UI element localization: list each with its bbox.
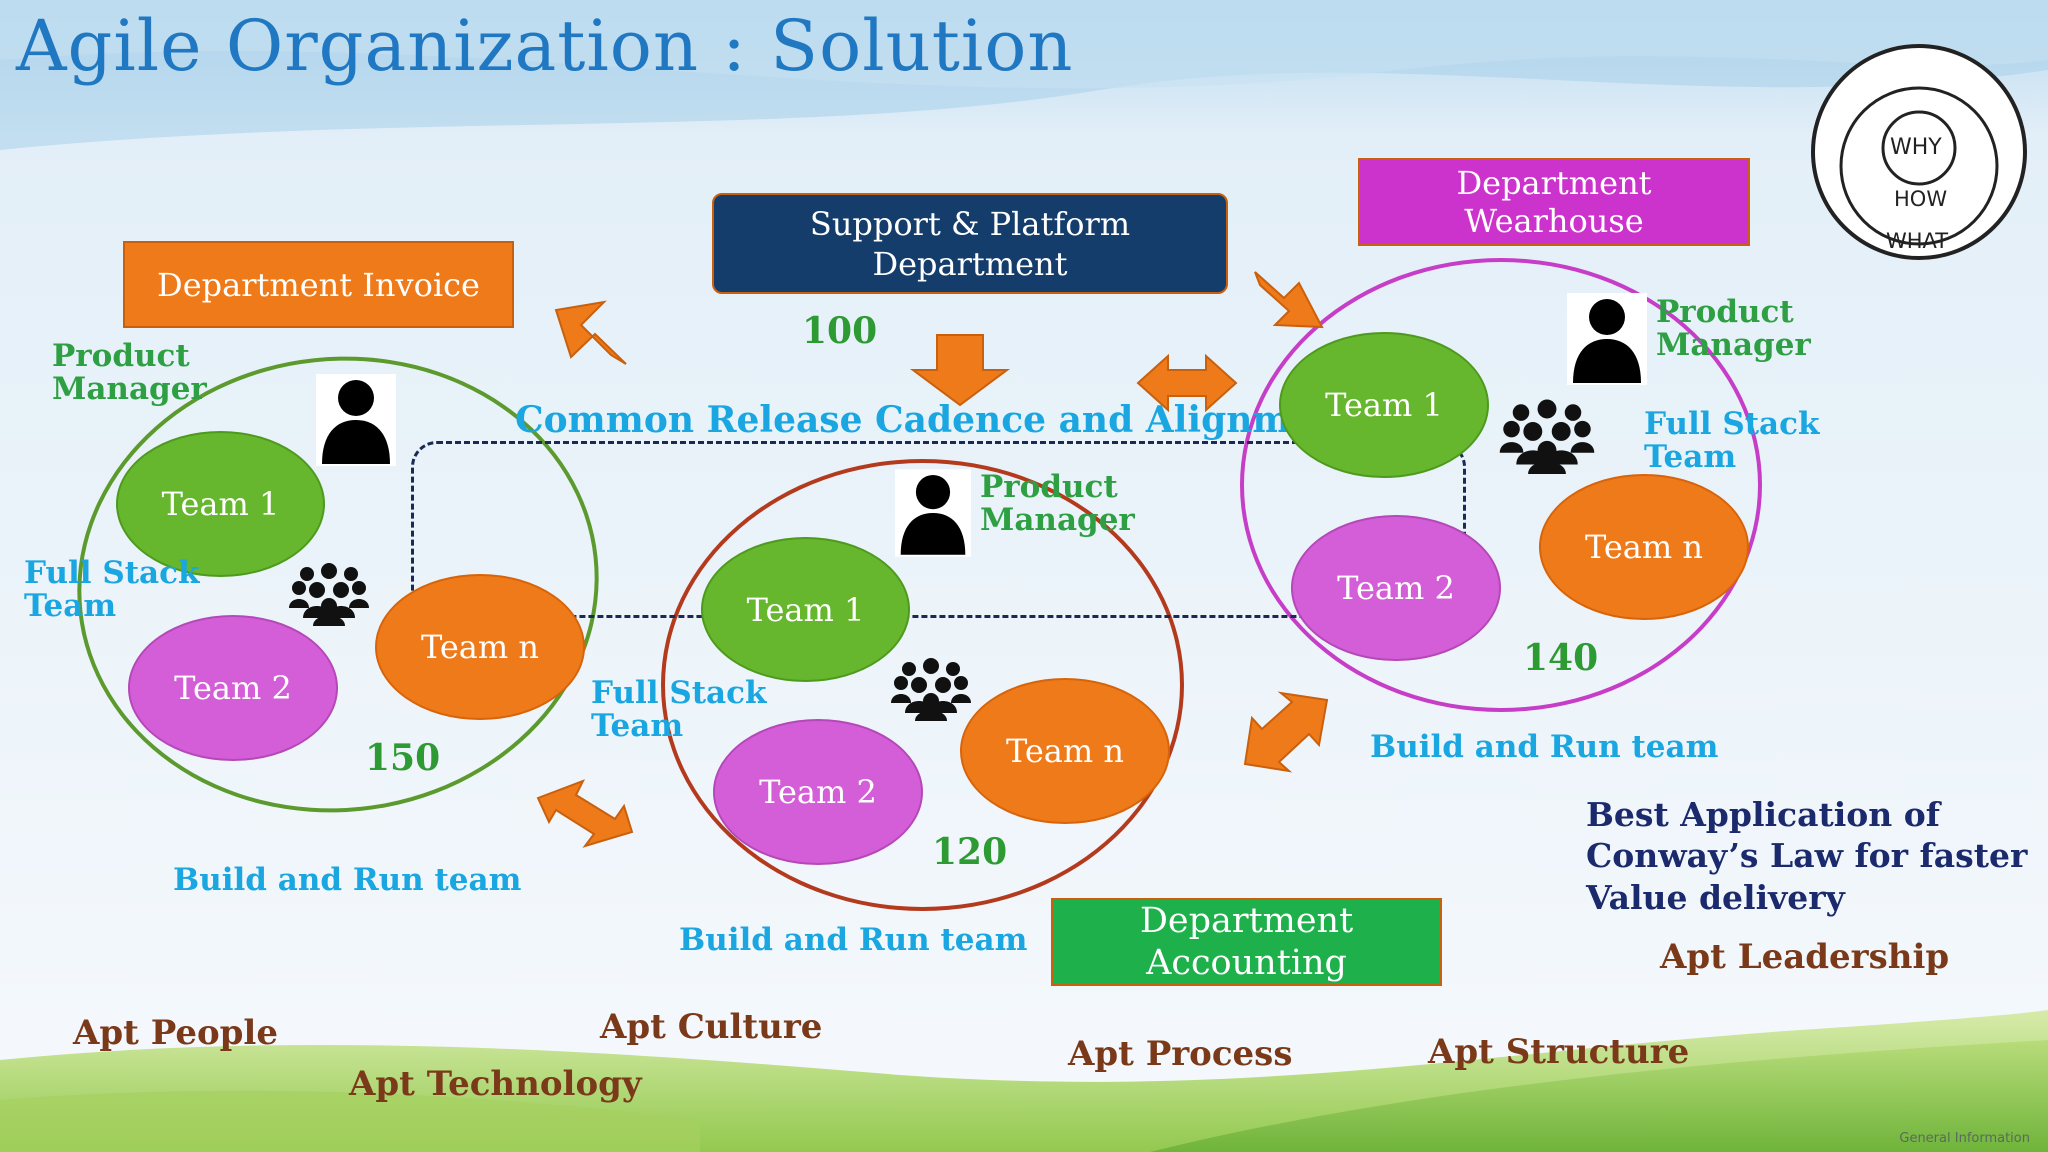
department-accounting-box: Department Accounting <box>1051 898 1442 986</box>
department-warehouse-box: Department Wearhouse <box>1358 158 1750 246</box>
invoice-group-icon <box>289 563 369 626</box>
invoice-full-stack-label: Full Stack Team <box>24 555 200 624</box>
middle-team-1: Team 1 <box>701 537 910 682</box>
invoice-build-run-label: Build and Run team <box>173 862 522 898</box>
how-label: HOW <box>1894 187 1948 211</box>
department-invoice-box: Department Invoice <box>123 241 514 328</box>
warehouse-team-n: Team n <box>1539 474 1749 620</box>
middle-full-stack-label: Full Stack Team <box>591 675 767 744</box>
common-release-boundary <box>411 441 1466 618</box>
invoice-product-manager-label: Product Manager <box>52 338 207 407</box>
apt-people-label: Apt People <box>73 1013 278 1053</box>
warehouse-team-1: Team 1 <box>1279 332 1489 478</box>
invoice-team-2: Team 2 <box>128 615 338 761</box>
apt-process-label: Apt Process <box>1068 1034 1293 1074</box>
middle-team-2: Team 2 <box>713 719 923 865</box>
middle-count: 120 <box>932 831 1008 873</box>
arrow-middle-warehouse-double <box>1243 691 1329 773</box>
invoice-count: 150 <box>365 737 441 779</box>
invoice-team-1: Team 1 <box>116 431 325 577</box>
apt-culture-label: Apt Culture <box>600 1007 823 1047</box>
warehouse-group-icon <box>1499 399 1595 474</box>
middle-team-n: Team n <box>960 678 1170 824</box>
invoice-product-manager-icon <box>316 374 396 466</box>
warehouse-count: 140 <box>1523 637 1599 679</box>
warehouse-cluster-ring <box>1240 258 1762 712</box>
middle-build-run-label: Build and Run team <box>679 922 1028 958</box>
support-platform-box: Support & Platform Department <box>712 193 1228 294</box>
warehouse-build-run-label: Build and Run team <box>1370 729 1719 765</box>
invoice-team-n: Team n <box>375 574 585 720</box>
golden-circle-icon <box>1811 44 2027 260</box>
middle-cluster-ring <box>661 459 1184 911</box>
warehouse-product-manager-icon <box>1567 293 1647 385</box>
conway-law-note: Best Application of Conway’s Law for fas… <box>1586 795 2028 917</box>
support-count: 100 <box>802 310 878 352</box>
what-label: WHAT <box>1886 229 1949 253</box>
middle-product-manager-label: Product Manager <box>980 469 1135 538</box>
arrow-support-warehouse-double <box>1136 353 1238 413</box>
warehouse-product-manager-label: Product Manager <box>1656 294 1811 363</box>
slide-title: Agile Organization : Solution <box>16 5 1074 87</box>
footer-classification: General Information <box>1899 1131 2030 1146</box>
apt-structure-label: Apt Structure <box>1428 1032 1690 1072</box>
arrow-support-to-invoice <box>554 300 627 365</box>
why-label: WHY <box>1890 135 1942 160</box>
middle-product-manager-icon <box>895 469 971 557</box>
middle-group-icon <box>891 658 971 721</box>
warehouse-team-2: Team 2 <box>1291 515 1501 661</box>
arrow-support-to-warehouse <box>1254 271 1324 329</box>
arrow-invoice-middle-double <box>536 779 634 848</box>
warehouse-full-stack-label: Full Stack Team <box>1644 406 1820 475</box>
common-release-label: Common Release Cadence and Alignment <box>515 399 1357 441</box>
apt-leadership-label: Apt Leadership <box>1660 937 1950 977</box>
arrow-support-to-middle <box>909 334 1011 407</box>
apt-technology-label: Apt Technology <box>349 1064 642 1104</box>
